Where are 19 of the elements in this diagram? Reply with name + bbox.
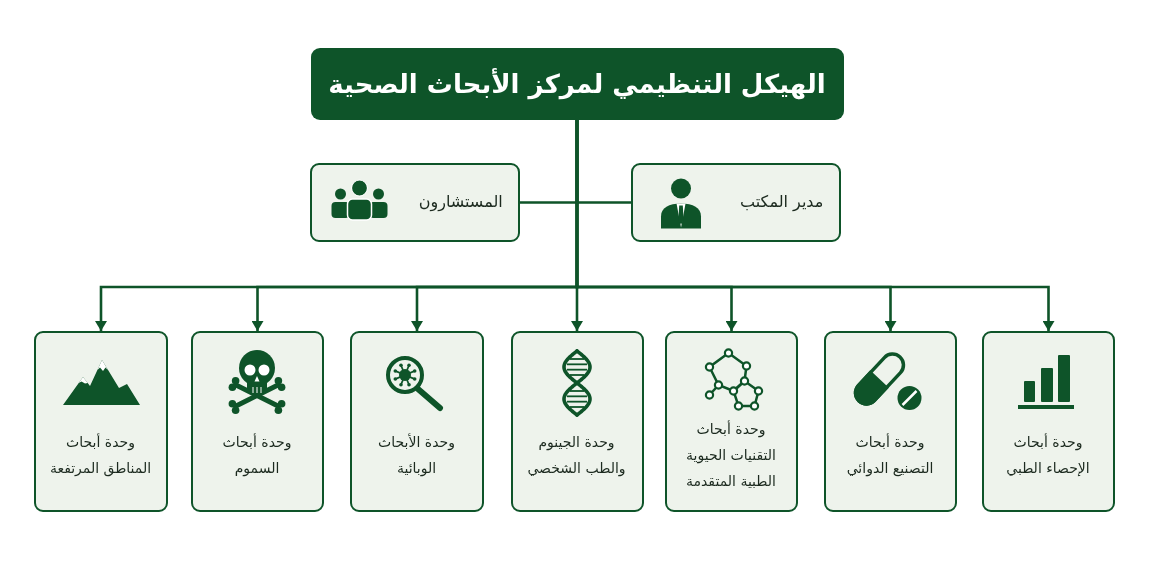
unit-label: وحدة أبحاث التصنيع الدوائي bbox=[845, 432, 935, 479]
unit-label: وحدة أبحاث السموم bbox=[221, 432, 293, 479]
unit-box bbox=[982, 331, 1115, 512]
unit-box bbox=[34, 331, 168, 512]
unit-label: وحدة الجينوم والطب الشخصي bbox=[526, 432, 627, 479]
role-label: المستشارون bbox=[418, 191, 503, 213]
unit-box bbox=[665, 331, 798, 512]
title-banner: الهيكل التنظيمي لمركز الأبحاث الصحية bbox=[310, 48, 844, 120]
unit-label: وحدة الأبحاث الوبائية bbox=[377, 432, 456, 479]
role-label: مدير المكتب bbox=[740, 191, 824, 213]
role-box bbox=[310, 163, 520, 242]
unit-label: وحدة أبحاث الإحصاء الطبي bbox=[1005, 432, 1091, 478]
unit-label: وحدة أبحاث التقنيات الحيوية الطبية المتقدمة bbox=[685, 419, 777, 491]
unit-box bbox=[510, 331, 644, 512]
role-box bbox=[631, 163, 841, 242]
unit-box bbox=[350, 331, 484, 512]
unit-box bbox=[824, 331, 957, 512]
unit-box bbox=[191, 331, 324, 512]
unit-label: وحدة أبحاث المناطق المرتفعة bbox=[48, 432, 153, 479]
